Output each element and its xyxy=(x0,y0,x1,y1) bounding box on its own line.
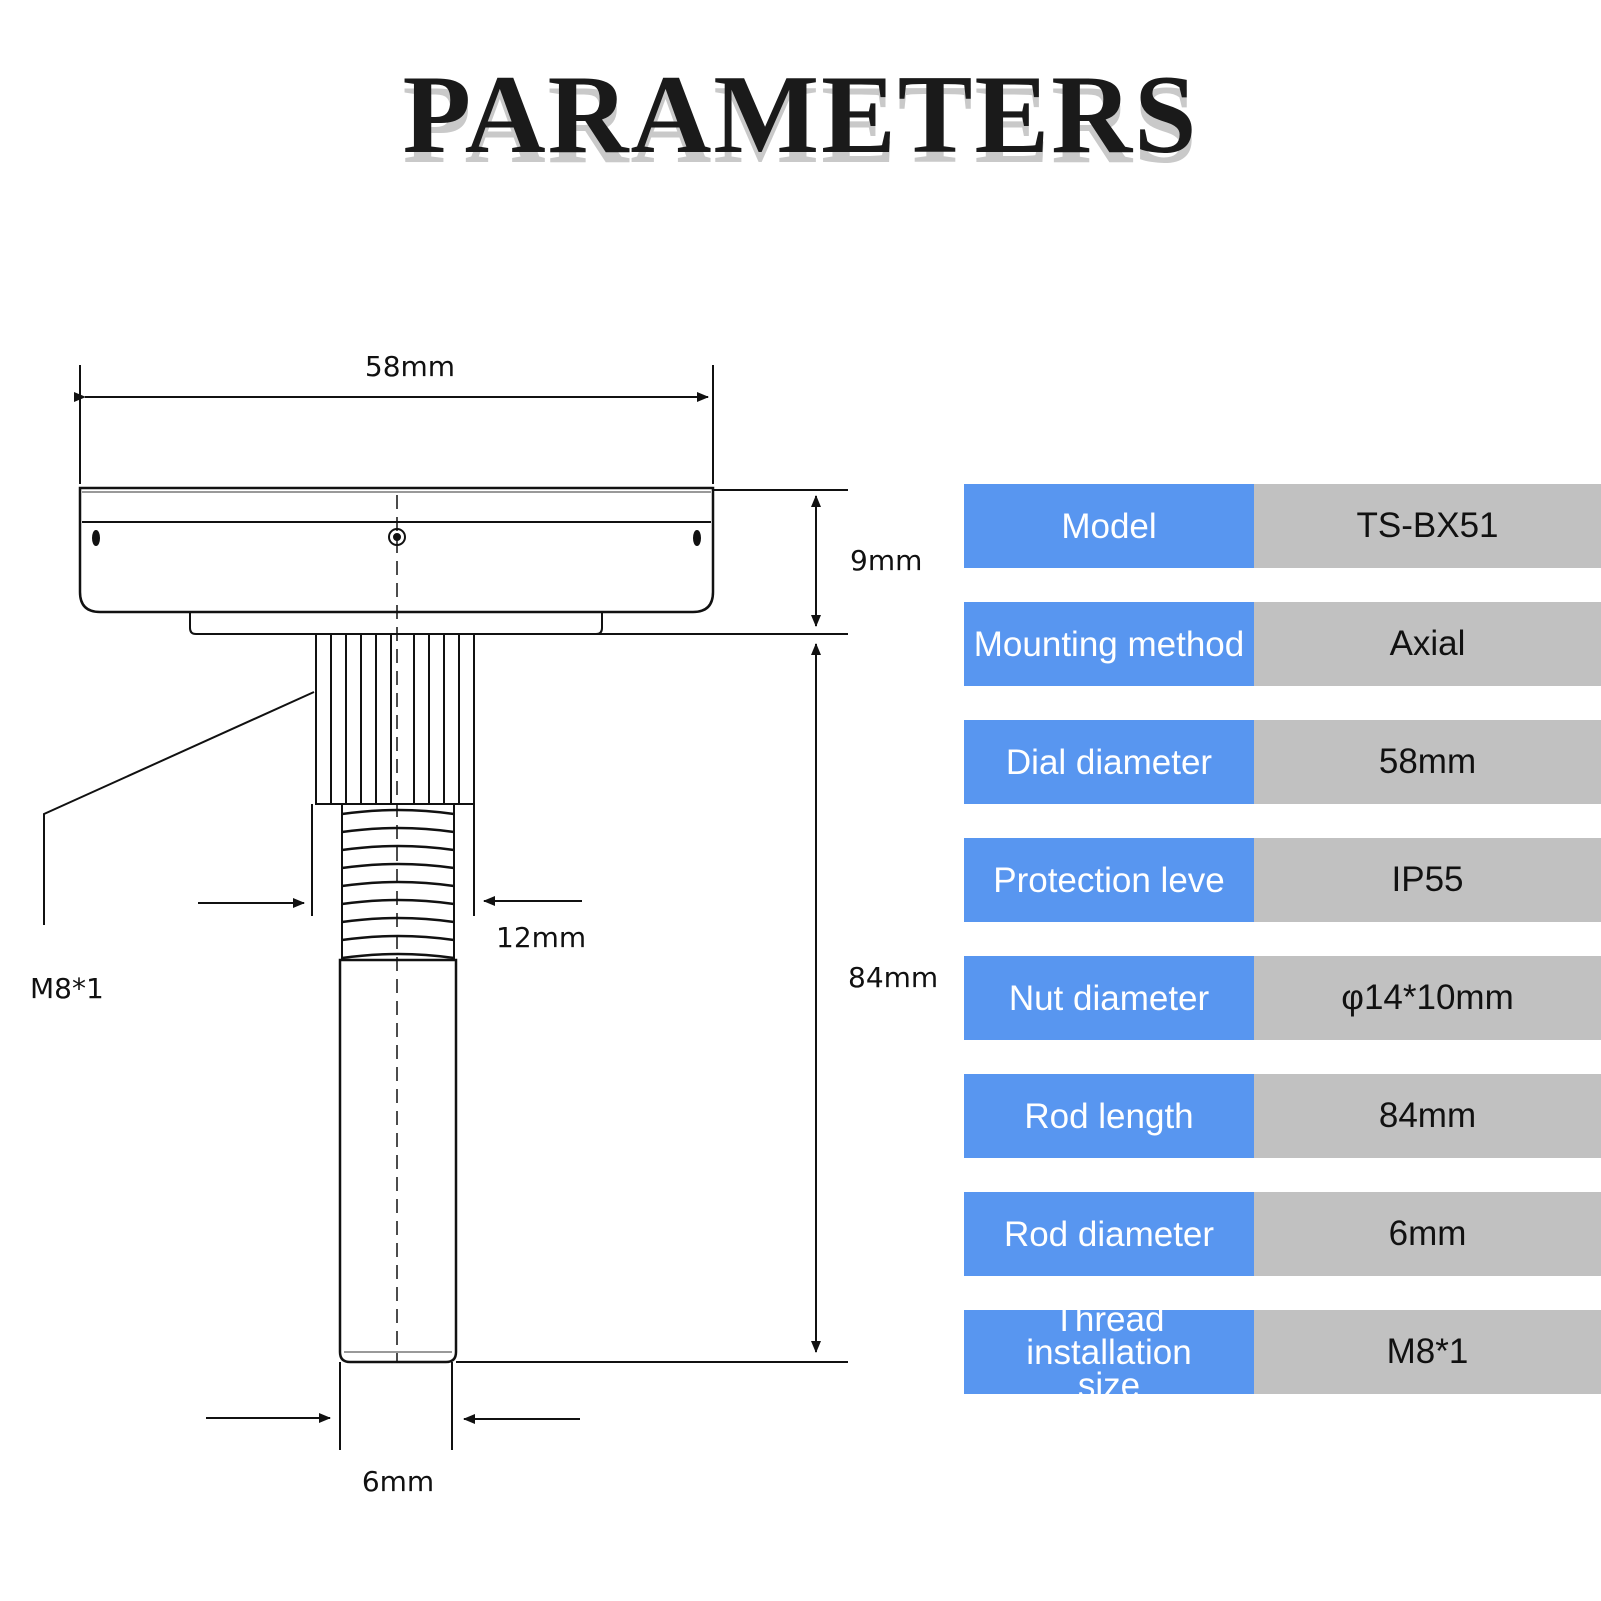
page-title: PARAMETERS PARAMETERS xyxy=(0,50,1601,187)
spec-row-thread-installation-size: Thread installation size M8*1 xyxy=(964,1302,1601,1403)
spec-row-rod-length: Rod length 84mm xyxy=(964,1074,1601,1158)
spec-label: Thread installation size xyxy=(964,1302,1254,1403)
probe-rod xyxy=(338,958,458,1364)
spec-row-nut-diameter: Nut diameter φ14*10mm xyxy=(964,956,1601,1040)
thread-lines xyxy=(341,808,455,960)
dim-nut-width: 12mm xyxy=(496,921,586,954)
nut-knurl-lines xyxy=(330,634,460,804)
dim-head-height: 9mm xyxy=(850,544,922,577)
dim-rod-diameter: 6mm xyxy=(362,1465,434,1498)
page-title-shadow: PARAMETERS xyxy=(402,63,1199,187)
back-plate xyxy=(189,611,603,635)
spec-label: Rod diameter xyxy=(964,1192,1254,1276)
spec-row-model: Model TS-BX51 xyxy=(964,484,1601,568)
spec-row-dial-diameter: Dial diameter 58mm xyxy=(964,720,1601,804)
spec-value: TS-BX51 xyxy=(1254,484,1601,568)
spec-value: IP55 xyxy=(1254,838,1601,922)
spec-label: Model xyxy=(964,484,1254,568)
spec-label: Mounting method xyxy=(964,602,1254,686)
screw-right xyxy=(693,530,701,546)
dim-dial-width: 58mm xyxy=(365,350,455,383)
spec-value: φ14*10mm xyxy=(1254,956,1601,1040)
screw-left xyxy=(92,530,100,546)
spec-value: 6mm xyxy=(1254,1192,1601,1276)
spec-value: 84mm xyxy=(1254,1074,1601,1158)
spec-label: Dial diameter xyxy=(964,720,1254,804)
hex-nut xyxy=(315,633,475,805)
spec-table: Model TS-BX51 Mounting method Axial Dial… xyxy=(964,484,1601,1428)
spec-label: Protection leve xyxy=(964,838,1254,922)
thread-leader-line xyxy=(43,691,315,925)
thermometer-technical-drawing: 58mm 9mm 84mm 12mm 6mm M8*1 xyxy=(30,350,938,1498)
spec-value: 58mm xyxy=(1254,720,1601,804)
spec-label: Rod length xyxy=(964,1074,1254,1158)
dim-rod-length: 84mm xyxy=(848,961,938,994)
page-title-text: PARAMETERS xyxy=(402,53,1199,177)
spec-value: M8*1 xyxy=(1254,1310,1601,1394)
spec-row-mounting-method: Mounting method Axial xyxy=(964,602,1601,686)
spec-row-protection-level: Protection leve IP55 xyxy=(964,838,1601,922)
spec-row-rod-diameter: Rod diameter 6mm xyxy=(964,1192,1601,1276)
dim-thread: M8*1 xyxy=(30,972,104,1005)
dial-head xyxy=(78,486,715,614)
spec-label: Nut diameter xyxy=(964,956,1254,1040)
spec-value: Axial xyxy=(1254,602,1601,686)
